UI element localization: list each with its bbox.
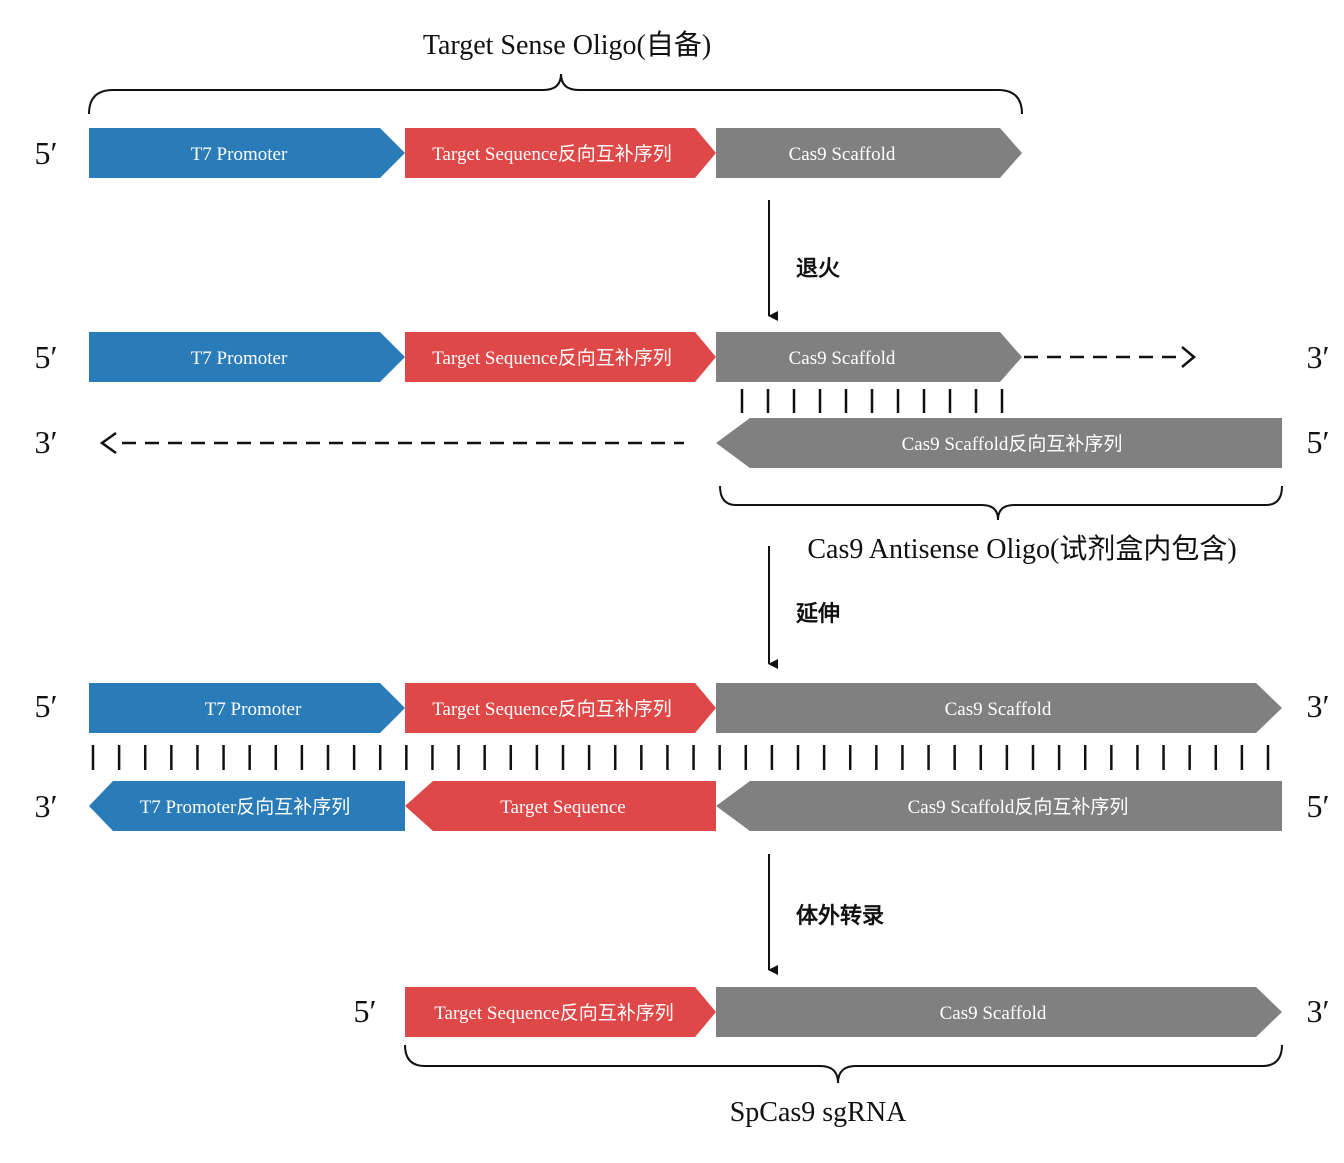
row6-target-sequence-label: Target Sequence	[500, 797, 625, 818]
row1-target-sequence-rc-segment	[405, 128, 716, 178]
row5-base-pair-ticks	[91, 745, 1270, 770]
sgrna-caption: SpCas9 sgRNA	[730, 1097, 907, 1128]
row3-cas9-scaffold-rc-segment	[716, 418, 1282, 468]
row4-t7-promoter-segment	[89, 683, 405, 733]
row3-extension-arrowhead	[99, 431, 117, 455]
row7-target-sequence-rc-segment	[405, 987, 716, 1037]
row4-cas9-scaffold-label: Cas9 Scaffold	[945, 699, 1052, 720]
anneal-step-label: 退火	[796, 257, 840, 282]
row4-cas9-scaffold-segment	[716, 683, 1282, 733]
row1-t7-promoter-label: T7 Promoter	[191, 144, 288, 165]
row7-three-prime-label: 3′	[1307, 993, 1330, 1029]
row6-t7-promoter-rc-segment	[89, 781, 405, 831]
row7-five-prime-label: 5′	[354, 993, 377, 1029]
row4-target-sequence-rc-label: Target Sequence反向互补序列	[432, 698, 671, 720]
row3-five-prime-label: 5′	[1307, 424, 1330, 460]
row2-three-prime-label: 3′	[1307, 339, 1330, 375]
antisense-oligo-brace	[719, 485, 1283, 521]
row1-cas9-scaffold-label: Cas9 Scaffold	[789, 144, 896, 165]
row7-cas9-scaffold-segment	[716, 987, 1282, 1037]
row2-five-prime-label: 5′	[35, 339, 58, 375]
row2-target-sequence-rc-label: Target Sequence反向互补序列	[432, 347, 671, 369]
row2-extension-arrowhead	[1181, 346, 1196, 368]
antisense-oligo-caption: Cas9 Antisense Oligo(试剂盒内包含)	[807, 533, 1236, 565]
sense-oligo-caption: Target Sense Oligo(自备)	[423, 29, 711, 61]
row2-cas9-scaffold-label: Cas9 Scaffold	[789, 348, 896, 369]
row1-five-prime-label: 5′	[35, 135, 58, 171]
row7-cas9-scaffold-label: Cas9 Scaffold	[940, 1003, 1047, 1024]
row1-cas9-scaffold-segment	[716, 128, 1022, 178]
sgrna-brace	[404, 1044, 1283, 1084]
row6-cas9-scaffold-rc-segment	[716, 781, 1282, 831]
row2-base-pair-ticks	[740, 389, 1004, 413]
row4-target-sequence-rc-segment	[405, 683, 716, 733]
extend-step-label: 延伸	[795, 602, 840, 627]
row2-t7-promoter-label: T7 Promoter	[191, 348, 288, 369]
sense-oligo-brace	[88, 73, 1023, 115]
row3-cas9-scaffold-rc-label: Cas9 Scaffold反向互补序列	[902, 433, 1123, 455]
row4-t7-promoter-label: T7 Promoter	[205, 699, 302, 720]
row4-five-prime-label: 5′	[35, 688, 58, 724]
row4-three-prime-label: 3′	[1307, 688, 1330, 724]
row2-cas9-scaffold-segment	[716, 332, 1022, 382]
row1-target-sequence-rc-label: Target Sequence反向互补序列	[432, 143, 671, 165]
row6-t7-promoter-rc-label: T7 Promoter反向互补序列	[140, 796, 351, 818]
row6-target-sequence-segment	[405, 781, 716, 831]
row7-target-sequence-rc-label: Target Sequence反向互补序列	[434, 1002, 673, 1024]
row1-t7-promoter-segment	[89, 128, 405, 178]
transcribe-step-label: 体外转录	[796, 903, 884, 929]
row2-t7-promoter-segment	[89, 332, 405, 382]
row6-cas9-scaffold-rc-label: Cas9 Scaffold反向互补序列	[908, 796, 1129, 818]
row6-three-prime-label: 3′	[35, 788, 58, 824]
row6-five-prime-label: 5′	[1307, 788, 1330, 824]
row2-target-sequence-rc-segment	[405, 332, 716, 382]
row3-three-prime-label: 3′	[35, 424, 58, 460]
